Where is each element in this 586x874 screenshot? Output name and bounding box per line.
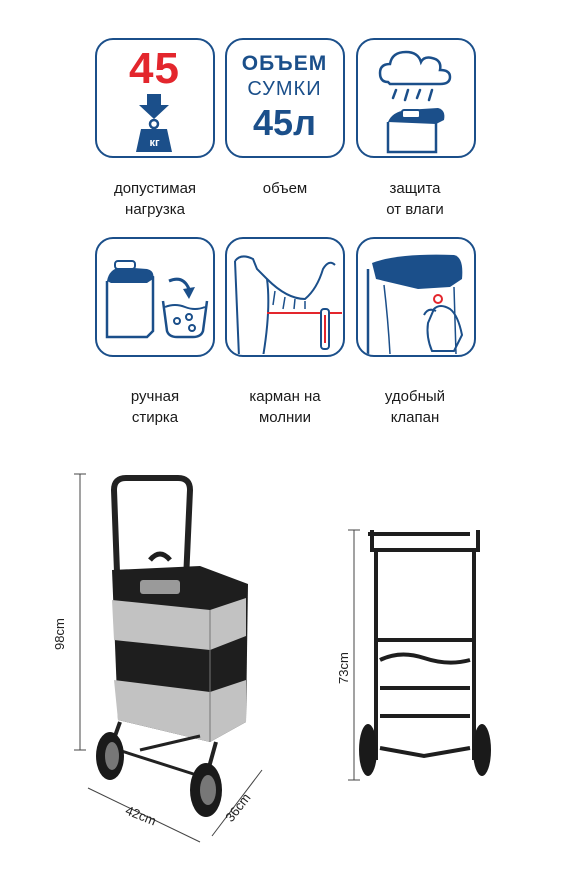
- feature-tile-load: 45 кг: [95, 38, 215, 158]
- weight-icon: [136, 118, 172, 152]
- flap-icon: [366, 254, 464, 354]
- feature-tile-pocket: [225, 237, 345, 357]
- load-value: 45: [129, 44, 180, 93]
- hand-wash-icon: [105, 260, 209, 339]
- volume-line2: СУМКИ: [247, 78, 322, 100]
- caption-wash: ручная стирка: [130, 388, 180, 426]
- volume-value: 45л: [253, 102, 316, 143]
- feature-tile-volume: ОБЪЕМ СУМКИ 45л: [225, 38, 345, 158]
- down-arrow-icon: [139, 94, 169, 119]
- caption-load: допустимая нагрузка: [113, 180, 197, 218]
- volume-line1: ОБЪЕМ: [241, 52, 328, 75]
- caption-pocket: карман на молнии: [249, 388, 321, 426]
- feature-tile-flap: [356, 237, 476, 357]
- cart-frame-illustration: [348, 529, 491, 781]
- cart-with-bag-illustration: [74, 473, 263, 843]
- caption-flap: удобный клапан: [384, 388, 446, 426]
- feature-tile-wash: [95, 237, 215, 357]
- zipper-pocket-icon: [234, 255, 342, 354]
- dimension-height-loaded: 98cm: [52, 618, 67, 650]
- caption-volume: объем: [262, 180, 308, 197]
- rain-cloud-icon: [378, 50, 452, 154]
- dimension-height-frame: 73cm: [336, 652, 351, 684]
- load-unit: кг: [149, 137, 160, 149]
- caption-moisture: защита от влаги: [386, 180, 444, 218]
- feature-tile-moisture: [356, 38, 476, 158]
